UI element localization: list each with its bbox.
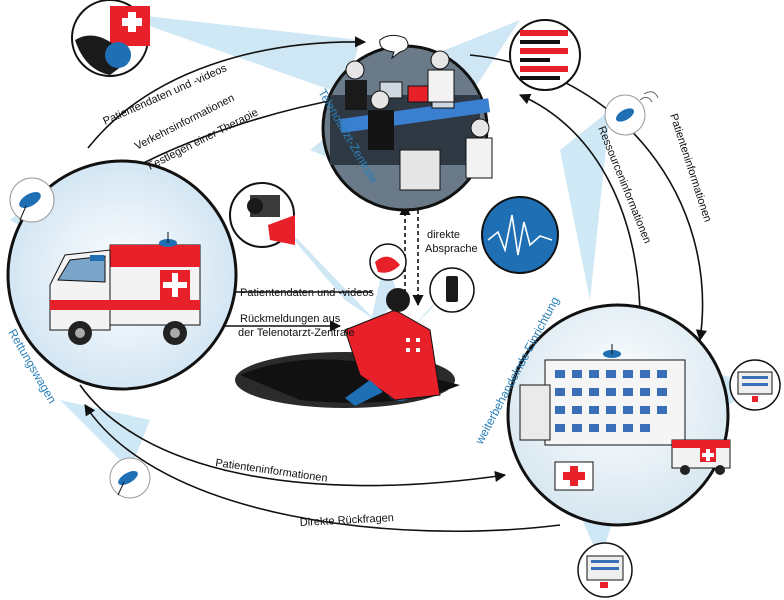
document-bubble-icon [509, 19, 581, 91]
hospital-bubble-right [729, 359, 781, 411]
phone-bubble-icon [429, 267, 475, 313]
ambulance-antenna-icon [159, 232, 177, 247]
label-patienteninformationen-right: Patienteninformationen [667, 112, 713, 223]
satellite-icon-left [9, 177, 55, 223]
paramedic-scene [235, 288, 460, 408]
telenotarzt-circle [321, 34, 493, 212]
hospital-antenna-icon [603, 344, 621, 358]
rettungswagen-circle [6, 159, 238, 391]
label-rueckmeldungen-1: Rückmeldungen aus [240, 313, 341, 325]
hospital-bubble-bottom [577, 542, 633, 598]
arrow-rueckfragen [84, 404, 561, 533]
label-direkte-rueckfragen: Direkte Rückfragen [300, 512, 395, 529]
einrichtung-circle [506, 303, 731, 527]
arrow-patienteninfo-bottom [79, 384, 507, 487]
label-ressourceninformationen: Ressourceninformationen [595, 125, 653, 246]
camera-bubble-icon [229, 182, 295, 248]
satellite-icon-topright [604, 91, 659, 136]
label-direkte-absprache-1: direkte [427, 229, 460, 241]
patient-face-bubble-icon [369, 243, 407, 281]
label-patientendaten-mid: Patientendaten und -videos [240, 287, 374, 299]
label-patienteninformationen-bottom: Patienteninformationen [215, 457, 329, 485]
label-direkte-absprache-2: Absprache [425, 243, 478, 255]
small-ambulance [671, 439, 731, 475]
waveform-bubble-icon [481, 196, 559, 274]
satellite-icon-bottom [109, 457, 151, 499]
arrow-patientendaten-top [87, 36, 367, 149]
medic-bubble-icon [71, 0, 150, 77]
arrow-ressourcen [518, 93, 641, 321]
label-rueckmeldungen-2: der Telenotarzt-Zentrale [238, 327, 355, 339]
